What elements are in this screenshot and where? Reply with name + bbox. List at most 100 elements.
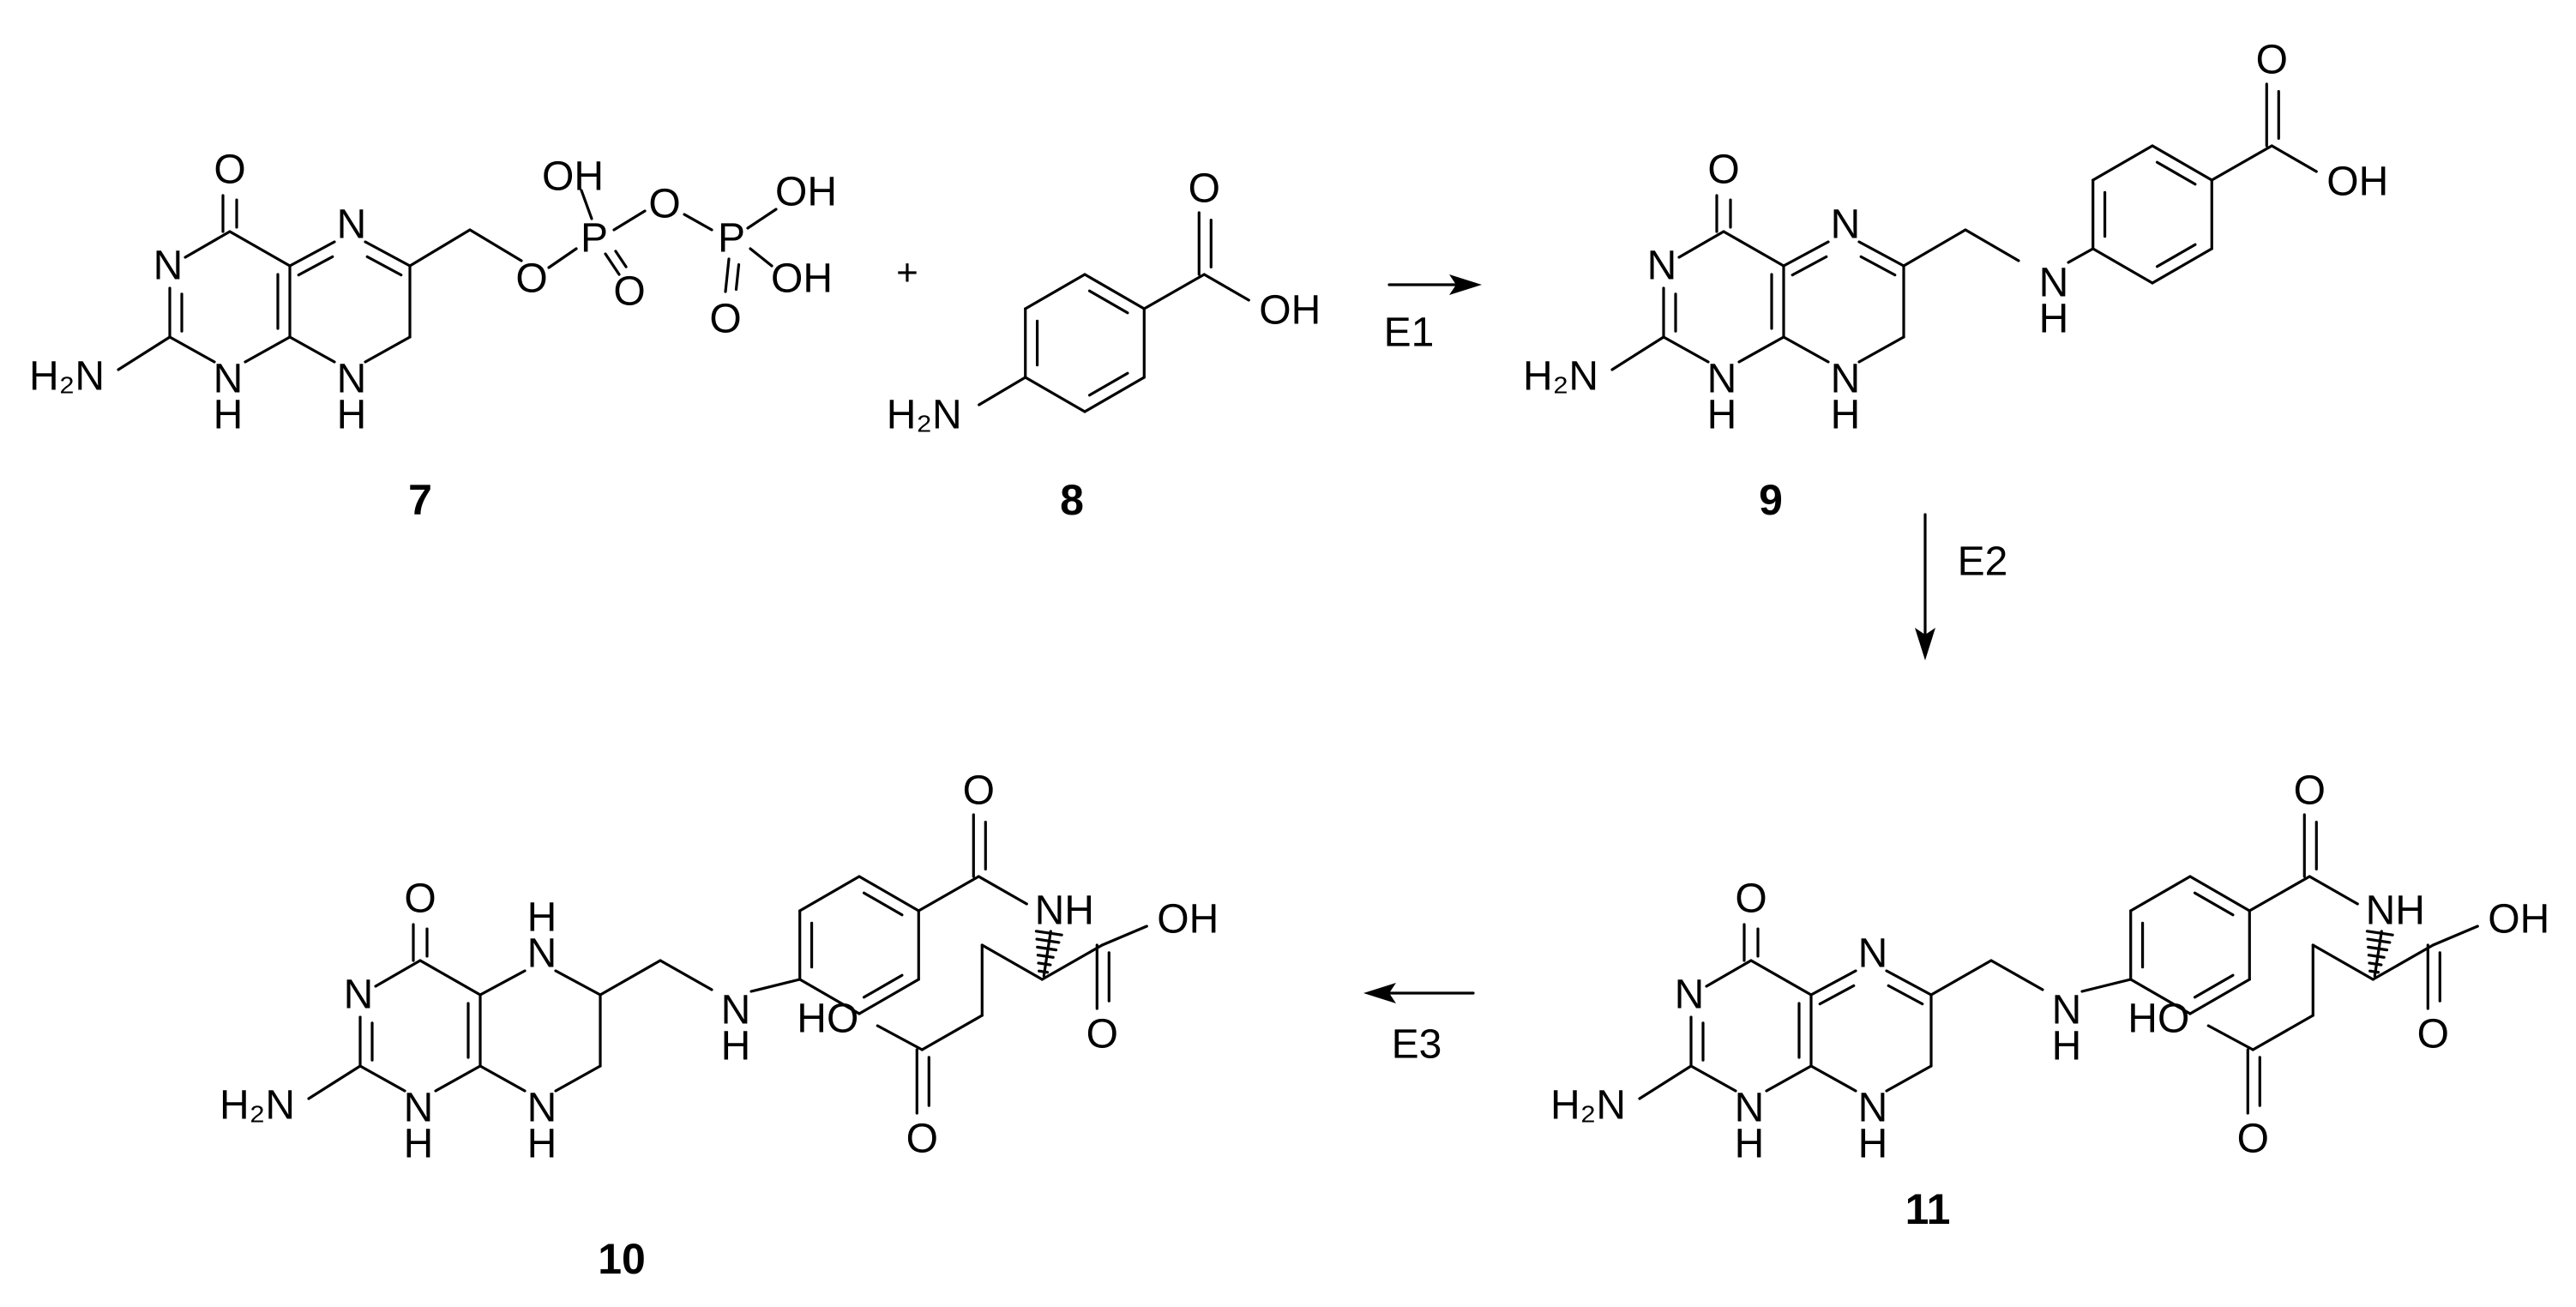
bond-lines (117, 82, 2479, 1115)
n-calpha-bond (2373, 930, 2383, 978)
ring-bond (554, 1064, 602, 1093)
ring-bond (1705, 959, 1753, 988)
stereo-hash-bond (2368, 969, 2380, 974)
stereo-hash-bond (1036, 945, 1058, 952)
amine-hydrogen: H (2039, 297, 2069, 342)
c-oh-bond (876, 1024, 924, 1051)
ch2-bond (408, 228, 472, 268)
amine-hydrogen: H (2052, 1024, 2082, 1069)
ring-bond (1722, 230, 1785, 268)
phosphate-oh-1: OH (542, 154, 604, 200)
carboxyl-hydroxyl: OH (2326, 160, 2388, 205)
ring-bond (1791, 255, 1828, 277)
ring-bond (478, 969, 527, 997)
reaction-arrow-e1 (1387, 274, 1482, 295)
ring-bond (1737, 335, 1785, 364)
benzene-bond (798, 875, 861, 912)
benzene-bond (2129, 875, 2192, 912)
ring-bond (374, 959, 422, 988)
calpha-carboxyl-bond (1040, 943, 1104, 981)
n-aryl-bond (749, 978, 802, 993)
o-p-bond (683, 213, 713, 232)
compound-label-9: 9 (1759, 476, 1783, 524)
benzene-bond (2155, 160, 2197, 186)
ring-nitrogen-n5: N (337, 202, 367, 248)
benzene-bond (2155, 243, 2197, 268)
amine-bond (307, 1064, 362, 1100)
amino-group: H₂N (887, 393, 962, 438)
phosphate-oxo-2: O (709, 297, 741, 342)
ring-bond (1885, 969, 1933, 997)
amine-bond (978, 376, 1027, 407)
ring-bond (1662, 335, 1710, 364)
benzene-bond (2188, 875, 2251, 912)
stereo-hash-bond (2367, 945, 2389, 952)
benzene-bond (1083, 376, 1146, 413)
carbonyl-oxygen: O (214, 148, 245, 193)
ring-bond (1818, 984, 1856, 1006)
n-aryl-bond (2067, 247, 2095, 264)
benzene-bond (1087, 371, 1129, 397)
p-o-bridge-bond (612, 209, 647, 232)
gamma-carboxyl-hydroxyl: HO (2128, 997, 2189, 1042)
ring-nh-hydrogen: H (527, 895, 557, 941)
n-aryl-bond (2080, 978, 2133, 993)
ring-bond (1857, 335, 1905, 364)
p-o-double-bond (724, 257, 731, 293)
ring-bond (1765, 1064, 1813, 1093)
ring-bond (554, 969, 602, 997)
amine-bond (1638, 1064, 1693, 1100)
side-chain-bond (2311, 943, 2374, 981)
bridge-oxygen: O (648, 182, 680, 227)
phosphate-oh-3: OH (771, 256, 833, 302)
amide-oxygen: O (963, 768, 995, 814)
ring-nitrogen-n3: N (344, 973, 374, 1018)
benzene-bond (1083, 273, 1146, 310)
ring-nitrogen-n1: N (214, 357, 244, 402)
p-oh-bond (580, 189, 593, 220)
ring-nitrogen-n1: N (1707, 357, 1737, 402)
ring-nitrogen-n8: N (1858, 1086, 1888, 1131)
ring-bond (297, 255, 334, 277)
amino-group: H₂N (29, 354, 105, 400)
ring-bond (1859, 255, 1897, 277)
o-p-bond (547, 247, 578, 269)
ring-nh-hydrogen: H (214, 393, 244, 438)
carboxyl-oxygen: O (2256, 38, 2288, 83)
carboxyl-bond (2210, 144, 2273, 182)
ring-nitrogen-n3: N (1647, 244, 1677, 289)
phosphate-oxo-1: O (613, 269, 645, 315)
ring-nh-hydrogen: H (1735, 1122, 1765, 1167)
benzene-bond (1087, 289, 1129, 315)
ring-bond (478, 1064, 527, 1093)
ring-bond (1887, 984, 1924, 1006)
ring-bond (288, 240, 336, 268)
ch2-bond (1902, 228, 1967, 268)
stereo-hash-bond (1034, 930, 1063, 937)
amine-nitrogen: N (721, 988, 751, 1033)
benzene-bond (798, 978, 861, 1015)
ring-bond (1689, 1064, 1737, 1093)
amide-cn-bond (2308, 875, 2359, 906)
ring-nitrogen-n5: N (1831, 202, 1861, 248)
ring-bond (1809, 1064, 1857, 1093)
p-o-double-bond (734, 262, 741, 292)
stereo-hash-bond (2365, 930, 2394, 937)
benzene-bond (2193, 973, 2235, 999)
ch2-n-bond (1964, 228, 2020, 262)
amino-group: H₂N (1550, 1083, 1626, 1129)
amine-nitrogen: N (2039, 261, 2069, 306)
ring-nh-hydrogen: H (1707, 393, 1737, 438)
amide-cn-bond (977, 875, 1028, 906)
c-oh-bond (2270, 144, 2318, 173)
p-oh-bond (746, 208, 778, 230)
carbonyl-oxygen: O (404, 876, 436, 922)
benzene-bond (862, 891, 904, 917)
ring-nh-hydrogen: H (1858, 1122, 1888, 1167)
stereo-hash-bond (2366, 937, 2392, 944)
ring-nitrogen-n8: N (1831, 357, 1861, 402)
ring-bond (364, 240, 412, 268)
compound-label-11: 11 (1905, 1185, 1951, 1233)
ring-nh-hydrogen: H (527, 1122, 557, 1167)
